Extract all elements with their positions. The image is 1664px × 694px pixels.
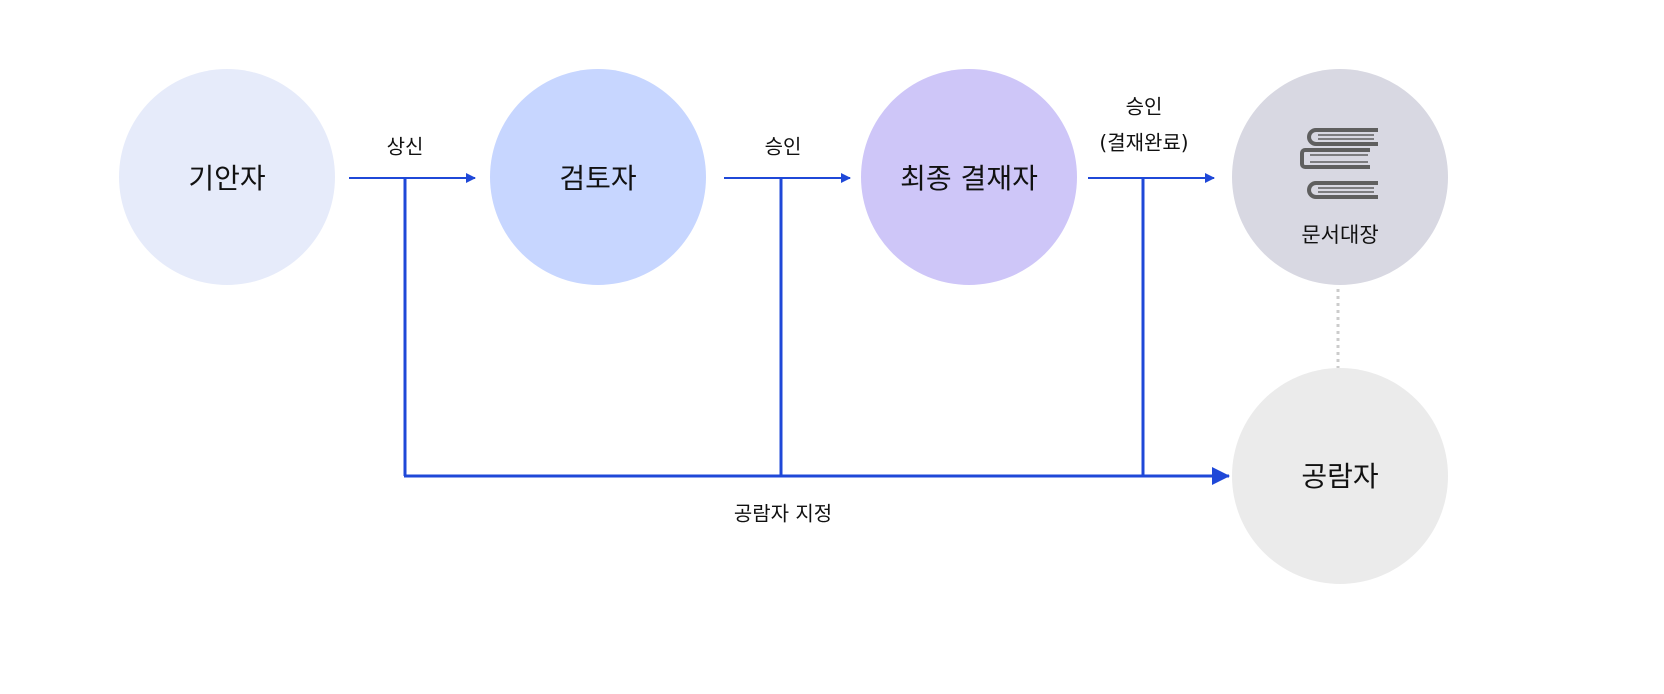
books-icon [1300, 128, 1378, 199]
drafter-node [119, 69, 335, 285]
assign-viewer-label: 공람자 지정 [734, 502, 832, 526]
viewer-label: 공람자 [1301, 460, 1378, 493]
approve-label: 승인 [765, 135, 802, 159]
final-approve-label: 승인 [1126, 95, 1163, 119]
drafter-label: 기안자 [188, 162, 265, 195]
final-approver-node [861, 69, 1077, 285]
reviewer-label: 검토자 [559, 162, 636, 195]
submit-label: 상신 [387, 135, 424, 159]
reviewer-node [490, 69, 706, 285]
viewer-node [1232, 368, 1448, 584]
final-approver-label: 최종 결재자 [900, 162, 1038, 195]
document-ledger-label: 문서대장 [1301, 223, 1378, 247]
document-ledger-node [1232, 69, 1448, 285]
final-approve-note: (결재완료) [1099, 131, 1188, 155]
